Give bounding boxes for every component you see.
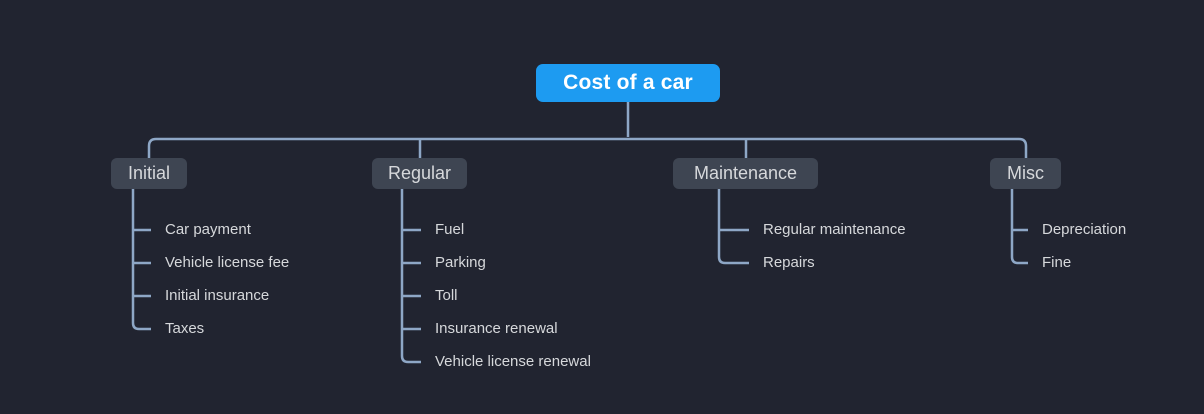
branch-topic-initial[interactable]: Initial (111, 158, 187, 189)
leaf-topic-depreciation[interactable]: Depreciation (1042, 221, 1127, 238)
leaf-topic-parking[interactable]: Parking (435, 254, 486, 271)
initial-leaf-connector (131, 189, 151, 331)
leaf-topic-taxes[interactable]: Taxes (165, 320, 205, 337)
leaf-topic-insurance-renewal[interactable]: Insurance renewal (435, 320, 558, 337)
leaf-topic-car-payment[interactable]: Car payment (165, 221, 251, 238)
root-topic[interactable]: Cost of a car (536, 64, 720, 102)
misc-leaf-connector (1010, 189, 1028, 265)
leaf-topic-repairs[interactable]: Repairs (763, 254, 815, 271)
branch-topic-maintenance[interactable]: Maintenance (673, 158, 818, 189)
leaf-topic-vehicle-license-fee[interactable]: Vehicle license fee (165, 254, 290, 271)
leaf-topic-fuel[interactable]: Fuel (435, 221, 465, 238)
branch-bus-connector (147, 137, 1028, 158)
regular-leaf-connector (400, 189, 421, 364)
leaf-topic-toll[interactable]: Toll (435, 287, 458, 304)
maintenance-leaf-connector (717, 189, 749, 265)
branch-topic-misc[interactable]: Misc (990, 158, 1061, 189)
leaf-topic-fine[interactable]: Fine (1042, 254, 1072, 271)
branch-topic-regular[interactable]: Regular (372, 158, 467, 189)
leaf-topic-initial-insurance[interactable]: Initial insurance (165, 287, 270, 304)
leaf-topic-regular-maintenance[interactable]: Regular maintenance (763, 221, 906, 238)
leaf-topic-vehicle-license-renewal[interactable]: Vehicle license renewal (435, 353, 591, 370)
